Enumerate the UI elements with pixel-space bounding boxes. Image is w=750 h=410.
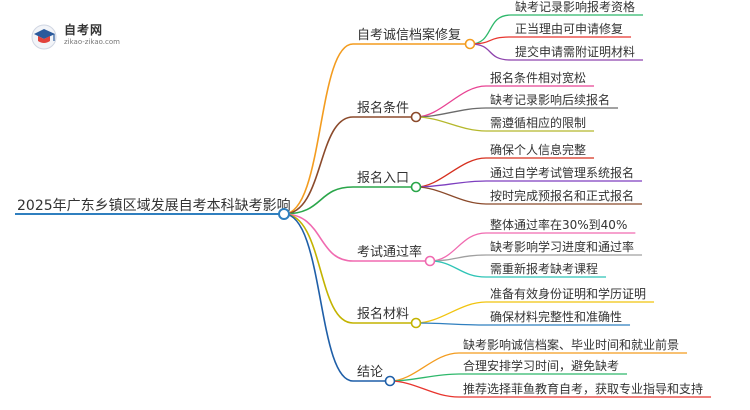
leaf-connector	[415, 116, 487, 132]
branch-connector	[283, 213, 354, 324]
branch-connector	[283, 116, 354, 215]
leaf-label: 准备有效身份证明和学历证明	[490, 286, 646, 301]
leaf-connector	[415, 301, 487, 324]
branch-node	[384, 375, 396, 387]
branch-label: 结论	[357, 365, 383, 380]
leaf-label: 整体通过率在30%到40%	[490, 217, 627, 232]
leaf-label: 需重新报考缺考课程	[490, 261, 598, 276]
leaf-label: 确保个人信息完整	[490, 142, 586, 157]
leaf-label: 推荐选择菲鱼教育自考，获取专业指导和支持	[463, 381, 703, 396]
leaf-label: 确保材料完整性和准确性	[490, 309, 622, 324]
branch-node	[410, 111, 422, 123]
branch-connector	[283, 213, 354, 262]
leaf-label: 缺考记录影响报考资格	[515, 0, 635, 14]
leaf-connector	[415, 322, 487, 326]
logo-title: 自考网	[64, 23, 104, 37]
branch-label: 报名入口	[357, 170, 409, 186]
leaf-label: 缺考影响学习进度和通过率	[490, 239, 634, 254]
leaf-connector	[429, 232, 487, 262]
leaf-connector	[429, 260, 487, 278]
branch-node	[410, 317, 422, 329]
branch-node	[410, 181, 422, 193]
leaf-connector	[415, 186, 487, 205]
site-logo[interactable]: 自考网 zikao-zikao.com	[30, 20, 140, 50]
leaf-connector	[429, 254, 487, 262]
leaf-label: 需遵循相应的限制	[490, 115, 586, 130]
leaf-label: 通过自学考试管理系统报名	[490, 165, 634, 180]
leaf-label: 提交申请需附证明材料	[515, 44, 635, 59]
branch-connector	[283, 43, 354, 215]
leaf-connector	[469, 43, 512, 61]
branch-label: 报名材料	[357, 306, 409, 322]
root-label: 2025年广东乡镇区域发展自考本科缺考影响	[17, 198, 291, 214]
branch-connector	[283, 213, 354, 382]
branch-connector	[283, 186, 354, 215]
branch-label: 报名条件	[357, 100, 409, 116]
leaf-connector	[415, 180, 487, 188]
branch-node	[424, 255, 436, 267]
branch-label: 自考诚信档案修复	[357, 28, 461, 43]
leaf-label: 正当理由可申请修复	[515, 21, 623, 36]
leaf-connector	[389, 373, 460, 382]
leaf-connector	[415, 157, 487, 188]
branch-label: 考试通过率	[357, 244, 422, 260]
leaf-label: 缺考记录影响后续报名	[490, 92, 610, 107]
leaf-connector	[415, 107, 487, 118]
root-node	[278, 208, 290, 220]
branch-node	[464, 38, 476, 50]
leaf-connector	[389, 380, 460, 398]
leaf-label: 合理安排学习时间，避免缺考	[463, 358, 619, 373]
leaf-label: 按时完成预报名和正式报名	[490, 188, 634, 203]
graduation-cap-icon	[31, 24, 57, 50]
leaf-label: 报名条件相对宽松	[490, 70, 586, 85]
logo-subtitle: zikao-zikao.com	[64, 38, 120, 46]
leaf-label: 缺考影响诚信档案、毕业时间和就业前景	[463, 337, 679, 352]
